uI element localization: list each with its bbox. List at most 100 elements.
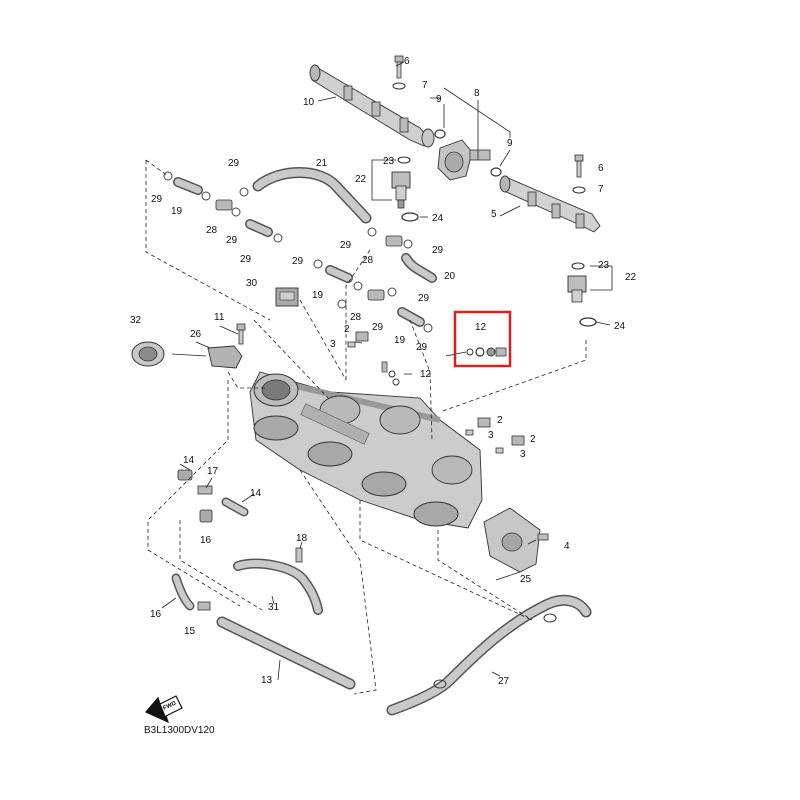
callout-label: 11 [214, 312, 225, 323]
o-ring-9-right [490, 167, 502, 177]
callout-label: 3 [330, 339, 336, 350]
adjuster-12-body [381, 361, 400, 386]
callout-label: 9 [507, 138, 513, 149]
joint-28-b [385, 235, 403, 247]
callout-label: 7 [598, 184, 604, 195]
callout-label: 29 [228, 158, 240, 169]
callout-label: 29 [432, 245, 444, 256]
callout-label: 4 [564, 541, 570, 552]
callout-label: 27 [498, 676, 510, 687]
screw-3-b [465, 429, 474, 436]
hose-27 [386, 594, 592, 716]
seal-24-lower [579, 317, 597, 327]
sensor-25 [483, 507, 541, 573]
injector-22-lower [567, 275, 587, 303]
callout-label: 24 [614, 321, 626, 332]
callout-label: 29 [340, 240, 352, 251]
o-ring-9-left [434, 129, 446, 139]
screw-3-a [347, 341, 356, 348]
callout-label: 29 [226, 235, 238, 246]
callout-label: 23 [598, 260, 610, 271]
callout-label: 20 [444, 271, 456, 282]
hose-13 [216, 616, 356, 690]
callout-label: 14 [183, 455, 195, 466]
hose-21 [252, 167, 372, 224]
pressure-regulator-8 [437, 139, 491, 181]
joint-28-a [215, 199, 233, 211]
callout-label: 31 [268, 602, 280, 613]
callout-label: 19 [312, 290, 324, 301]
callout-label: 9 [436, 94, 442, 105]
callout-label: 3 [488, 430, 494, 441]
callout-label: 19 [171, 206, 183, 217]
callout-label: 29 [418, 293, 430, 304]
washer-7-lower [572, 186, 586, 194]
callout-label: 16 [200, 535, 212, 546]
callout-label: 24 [432, 213, 444, 224]
callout-label: 17 [207, 466, 219, 477]
callout-label: 19 [394, 335, 406, 346]
callout-label: 10 [303, 97, 315, 108]
callout-label: 28 [362, 255, 374, 266]
callout-label: 6 [598, 163, 604, 174]
highlight-box [453, 310, 512, 368]
hose-19-d [397, 307, 425, 327]
callout-label: 18 [296, 533, 308, 544]
callout-label: 2 [497, 415, 503, 426]
joint-14-a [177, 469, 193, 481]
clips-29 [163, 171, 433, 333]
joint-16-a [199, 509, 213, 523]
callout-label: 2 [344, 324, 350, 335]
callout-label: 8 [474, 88, 480, 99]
fitting-18 [295, 547, 303, 563]
callout-label: 29 [151, 194, 163, 205]
hose-14-b [221, 497, 249, 517]
callout-label: 12 [420, 369, 432, 380]
callout-label: 29 [240, 254, 252, 265]
fwd-label: FWD [162, 700, 178, 711]
fuel-rail-10 [309, 64, 435, 148]
hose-20 [401, 253, 437, 283]
callout-label: 25 [520, 574, 532, 585]
bracket-2-a [355, 331, 369, 342]
screw-3-c [495, 447, 504, 454]
screw-4 [537, 533, 549, 541]
bolt-6-upper [394, 55, 404, 79]
callout-label: 21 [316, 158, 328, 169]
callout-label: 15 [184, 626, 196, 637]
injector-22-upper [391, 171, 411, 209]
o-ring-23-lower [571, 262, 585, 270]
callout-label: 5 [491, 209, 497, 220]
hose-19-a [173, 177, 203, 195]
callout-label: 29 [372, 322, 384, 333]
washer-7-upper [392, 82, 406, 90]
callout-label: 2 [530, 434, 536, 445]
callout-label: 30 [246, 278, 258, 289]
callout-label: 14 [250, 488, 262, 499]
o-ring-23-upper [397, 156, 411, 164]
bolt-6-lower [574, 154, 584, 178]
bracket-2-b [477, 417, 491, 428]
throttle-body-assembly [249, 371, 483, 529]
callout-labels: 6 7 10 9 8 9 23 22 24 21 29 29 19 28 29 … [130, 56, 637, 687]
hose-19-c [325, 265, 353, 283]
seal-24-upper [401, 212, 419, 222]
callout-label: 29 [292, 256, 304, 267]
callout-label: 22 [355, 174, 367, 185]
boot-32 [131, 341, 165, 367]
callout-label: 22 [625, 272, 637, 283]
screw-11 [236, 323, 246, 345]
joint-28-c [367, 289, 385, 301]
callout-label: 32 [130, 315, 142, 326]
joint-15 [197, 601, 211, 611]
sensor-30 [275, 287, 299, 307]
callout-label: 7 [422, 80, 428, 91]
clamp-17 [197, 485, 213, 495]
callout-label: 12 [475, 322, 487, 333]
adjuster-12-highlighted [466, 347, 507, 357]
hose-31 [233, 558, 323, 615]
fwd-arrow: FWD [145, 695, 183, 724]
sensor-26 [207, 345, 243, 369]
